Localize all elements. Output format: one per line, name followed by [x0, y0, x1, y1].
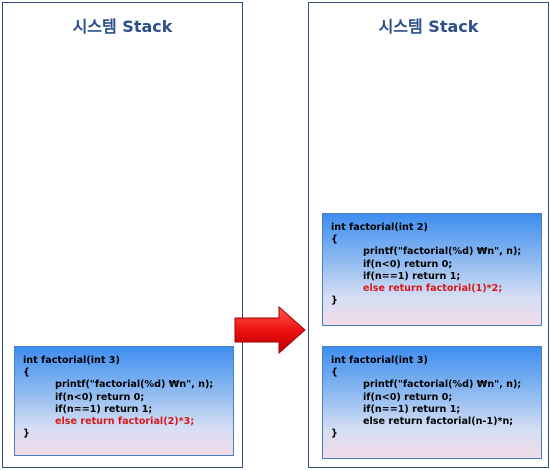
left-stack-frame-factorial-3: int factorial(int 3) { printf("factorial… — [14, 346, 234, 456]
right-stack-frame-factorial-3: int factorial(int 3) { printf("factorial… — [322, 346, 542, 459]
code-line-printf: printf("factorial(%d) ₩n", n); — [363, 379, 522, 391]
code-line-open-brace: { — [331, 367, 338, 379]
arrow-shape — [234, 305, 306, 355]
left-panel-title: 시스템 Stack — [72, 17, 173, 36]
code-line-signature: int factorial(int 3) — [331, 355, 428, 366]
code-line-close-brace: } — [23, 428, 30, 440]
right-stack-frame-factorial-2: int factorial(int 2) { printf("factorial… — [322, 213, 542, 326]
right-arrow-icon — [234, 305, 306, 355]
right-panel-title: 시스템 Stack — [378, 17, 479, 36]
code-line-if-one: if(n==1) return 1; — [363, 270, 461, 282]
code-line-open-brace: { — [23, 367, 30, 379]
code-line-open-brace: { — [331, 234, 338, 246]
code-line-close-brace: } — [331, 428, 338, 440]
code-line-if-one: if(n==1) return 1; — [55, 403, 153, 415]
code-line-if-negative: if(n<0) return 0; — [363, 391, 453, 403]
code-line-printf: printf("factorial(%d) ₩n", n); — [363, 246, 522, 258]
code-line-close-brace: } — [331, 295, 338, 307]
code-line-if-negative: if(n<0) return 0; — [55, 391, 145, 403]
code-line-if-one: if(n==1) return 1; — [363, 403, 461, 415]
code-line-recursive-call: else return factorial(n-1)*n; — [363, 416, 514, 428]
code-line-printf: printf("factorial(%d) ₩n", n); — [55, 379, 214, 391]
code-line-recursive-call-highlighted: else return factorial(2)*3; — [55, 416, 195, 428]
code-line-signature: int factorial(int 3) — [23, 355, 120, 366]
code-line-if-negative: if(n<0) return 0; — [363, 258, 453, 270]
code-line-signature: int factorial(int 2) — [331, 222, 428, 233]
code-line-recursive-call-highlighted: else return factorial(1)*2; — [363, 283, 503, 295]
